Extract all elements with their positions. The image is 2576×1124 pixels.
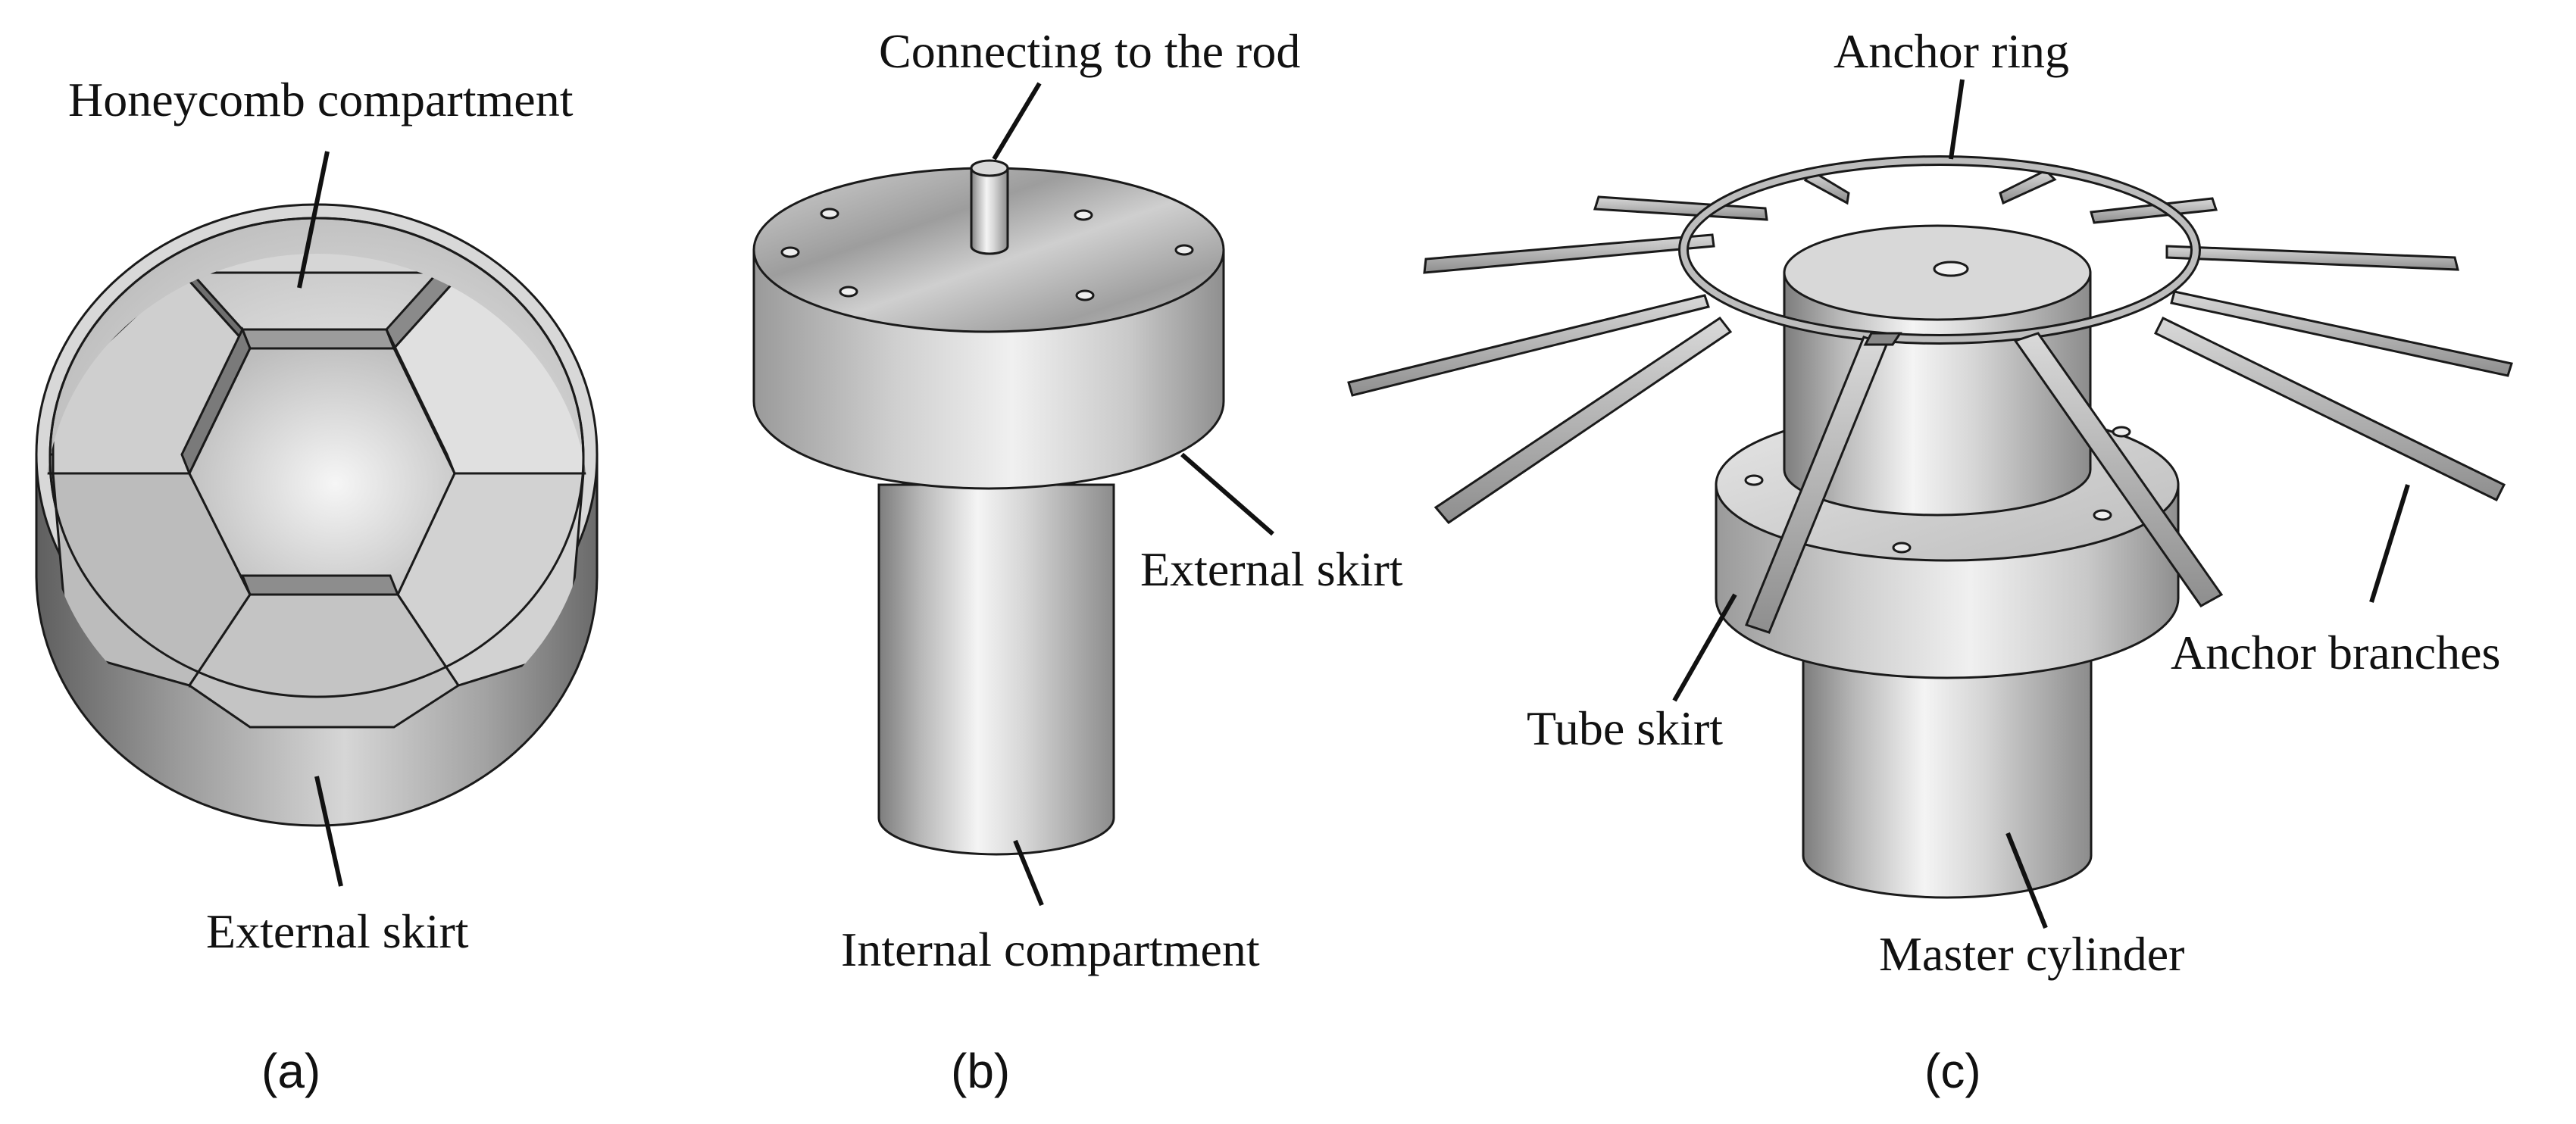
label-anchor-branches: Anchor branches	[2171, 626, 2501, 679]
hexagon-wall	[240, 328, 396, 350]
label-external-skirt-b: External skirt	[1140, 542, 1403, 596]
bolt-hole	[1174, 244, 1194, 256]
leader-internal	[1013, 839, 1044, 907]
connecting-rod	[970, 167, 1009, 255]
bolt-hole	[839, 286, 858, 298]
label-internal-compartment: Internal compartment	[841, 923, 1260, 976]
internal-compartment	[877, 483, 1115, 856]
bolt-hole	[1892, 542, 1912, 554]
label-external-skirt-a: External skirt	[206, 904, 469, 958]
label-tube-skirt: Tube skirt	[1527, 701, 1724, 755]
bolt-hole	[1744, 474, 1764, 486]
bolt-hole	[1075, 289, 1095, 301]
anchor-branch	[2090, 197, 2218, 224]
leader-external-skirt-b	[1180, 452, 1274, 536]
caption-a: (a)	[261, 1044, 321, 1098]
leader-honeycomb	[297, 151, 330, 289]
label-connecting-rod: Connecting to the rod	[879, 24, 1301, 78]
leader-rod	[992, 82, 1042, 161]
bolt-hole	[1074, 209, 1093, 221]
honeycomb-model	[35, 203, 599, 827]
label-honeycomb-compartment: Honeycomb compartment	[68, 73, 574, 126]
center-hole	[1933, 261, 1969, 277]
bolt-hole	[820, 208, 839, 220]
anchor-model	[1347, 155, 2513, 899]
leader-anchor-branches	[2369, 484, 2410, 603]
caption-c: (c)	[1924, 1044, 1981, 1098]
anchor-branch	[1433, 316, 1733, 524]
cylinder-model	[752, 159, 1225, 856]
label-master-cylinder: Master cylinder	[1879, 927, 2185, 981]
anchor-branch	[1347, 294, 1710, 397]
anchor-branch	[2013, 332, 2224, 607]
leader-anchor-ring	[1949, 79, 1965, 160]
anchor-branch	[1803, 168, 1850, 205]
bolt-hole	[780, 246, 800, 258]
bolt-hole	[2112, 426, 2131, 438]
caption-b: (b)	[951, 1044, 1011, 1098]
anchor-branch	[1999, 169, 2057, 205]
master-cylinder	[1802, 620, 2093, 899]
leader-tube-skirt	[1672, 593, 1737, 702]
anchor-branch	[1423, 233, 1715, 274]
anchor-branch	[1593, 195, 1768, 221]
anchor-branch	[2153, 316, 2506, 502]
bolt-hole	[2093, 509, 2112, 521]
hexagon-wall	[240, 574, 400, 596]
anchor-branch	[2165, 245, 2459, 271]
anchor-branch	[1863, 332, 1902, 346]
label-anchor-ring: Anchor ring	[1834, 24, 2070, 78]
leader-master-cylinder	[2005, 832, 2048, 929]
leader-external-skirt-a	[314, 776, 343, 887]
anchor-branch	[2170, 290, 2513, 377]
